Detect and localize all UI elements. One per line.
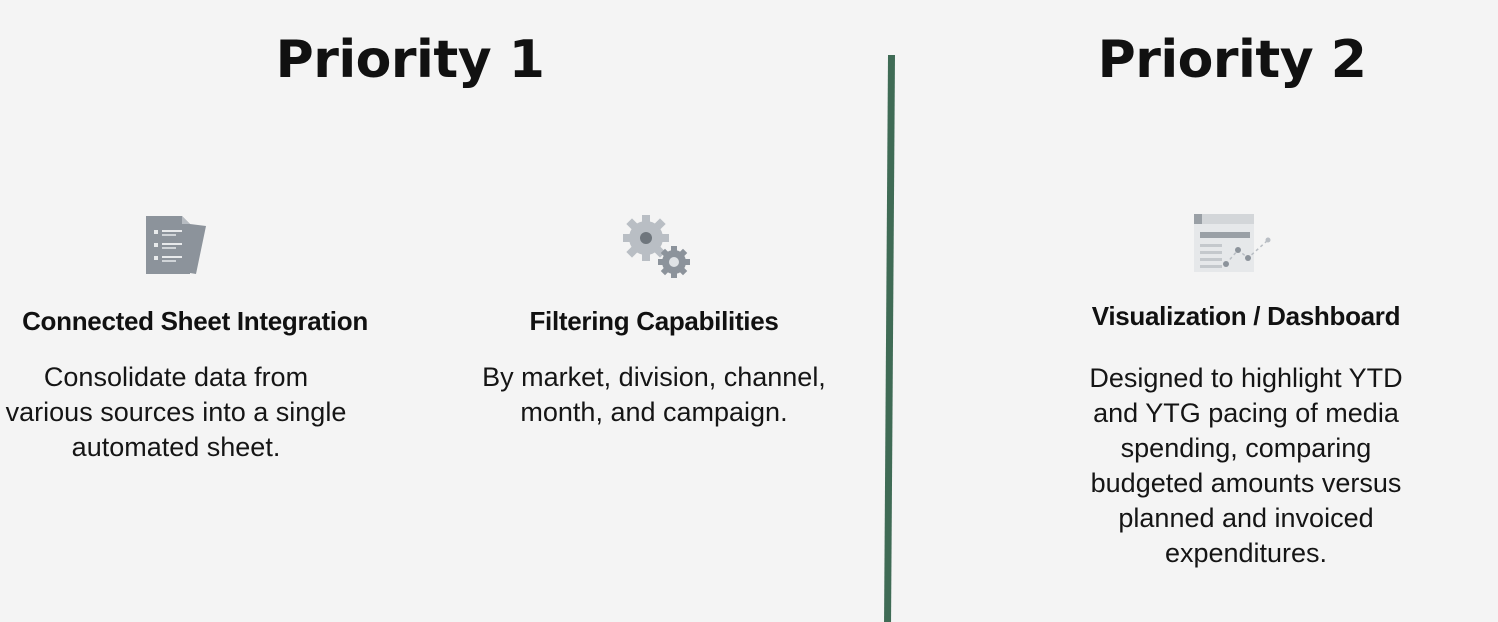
- connected-sheet-title: Connected Sheet Integration: [22, 306, 368, 336]
- document-list-icon: [146, 216, 206, 274]
- visualization-dashboard-title: Visualization / Dashboard: [1091, 301, 1401, 331]
- section-divider: [883, 54, 895, 622]
- filtering-capabilities-description: By market, division, channel, month, and…: [482, 362, 826, 427]
- gears-icon: [623, 215, 690, 278]
- filtering-capabilities-title: Filtering Capabilities: [529, 306, 779, 336]
- priority-2-heading: Priority 2: [1097, 30, 1367, 90]
- priority-1-heading: Priority 1: [275, 30, 545, 90]
- dashboard-chart-icon: [1194, 214, 1271, 272]
- connected-sheet-description: Consolidate data from various sources in…: [5, 362, 347, 462]
- visualization-dashboard-description: Designed to highlight YTD and YTG pacing…: [1089, 363, 1403, 568]
